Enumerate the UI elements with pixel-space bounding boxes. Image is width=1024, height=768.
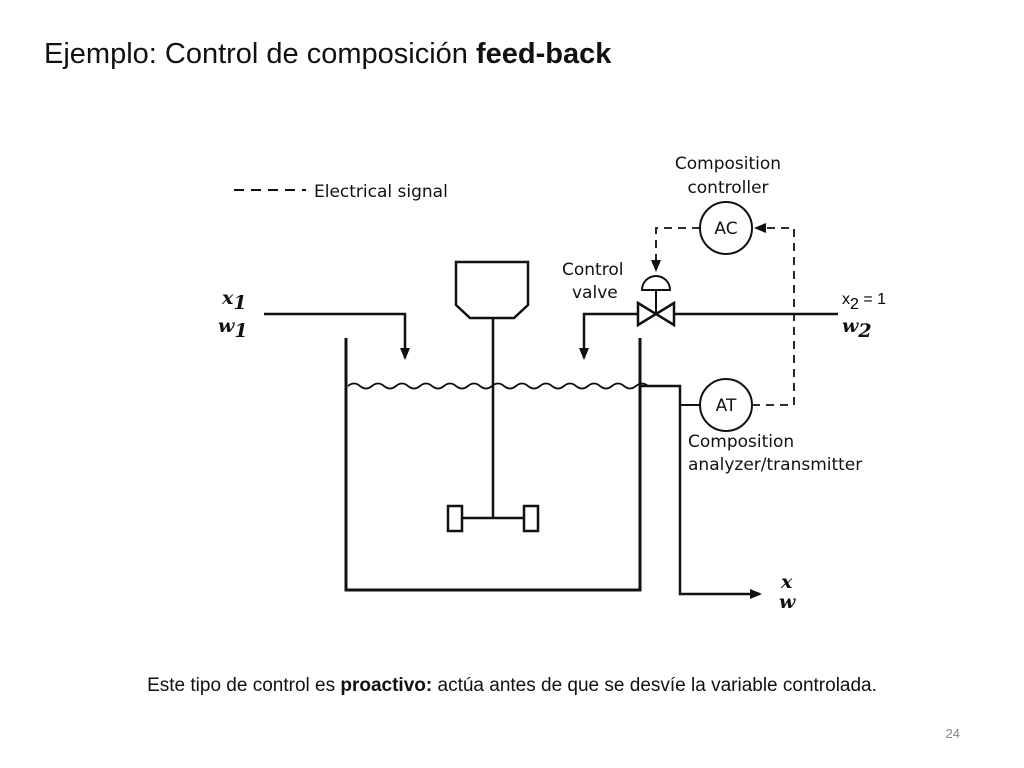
caption-text-bold: proactivo: xyxy=(340,675,433,696)
analyzer-to-controller-signal xyxy=(752,223,795,406)
caption-text-post: actúa antes de que se desvíe la variable… xyxy=(432,675,877,696)
feed2-x-label: x2 = 1 xyxy=(842,291,886,313)
slide-title-text: Ejemplo: Control de composición xyxy=(44,38,476,70)
feed2-w-label: w2 xyxy=(842,315,872,342)
tank-vessel xyxy=(344,338,642,592)
agitator-motor xyxy=(454,260,530,320)
feed1-w-label: w1 xyxy=(218,315,248,342)
feed2-line xyxy=(579,312,838,360)
controller-ac-tag: AC xyxy=(714,219,737,239)
outlet-x-label: x xyxy=(780,571,793,593)
impeller-blade-right xyxy=(522,504,540,533)
analyzer-label-line1: Composition xyxy=(688,432,794,452)
liquid-level xyxy=(347,382,649,390)
feed1-line xyxy=(264,312,410,360)
controller-to-valve-signal xyxy=(651,227,700,272)
valve-label-line2: valve xyxy=(572,283,618,303)
valve-label-line1: Control xyxy=(562,260,623,280)
analyzer-label-line2: analyzer/transmitter xyxy=(688,455,862,475)
outlet-w-label: w xyxy=(779,591,796,613)
impeller-blade-left xyxy=(446,504,464,533)
sample-line xyxy=(640,384,762,599)
legend-label: Electrical signal xyxy=(314,182,448,202)
analyzer-at-tag: AT xyxy=(716,396,737,416)
slide-title: Ejemplo: Control de composición feed-bac… xyxy=(44,38,611,71)
caption-text-pre: Este tipo de control es xyxy=(147,675,341,696)
feed1-x-label: x1 xyxy=(221,287,247,314)
controller-label-line2: controller xyxy=(687,178,768,198)
page-number: 24 xyxy=(945,726,960,741)
slide-title-bold: feed-back xyxy=(475,38,612,70)
valve-actuator xyxy=(640,275,672,291)
slide-caption: Este tipo de control es proactivo: actúa… xyxy=(0,675,1024,697)
controller-label-line1: Composition xyxy=(675,154,781,174)
